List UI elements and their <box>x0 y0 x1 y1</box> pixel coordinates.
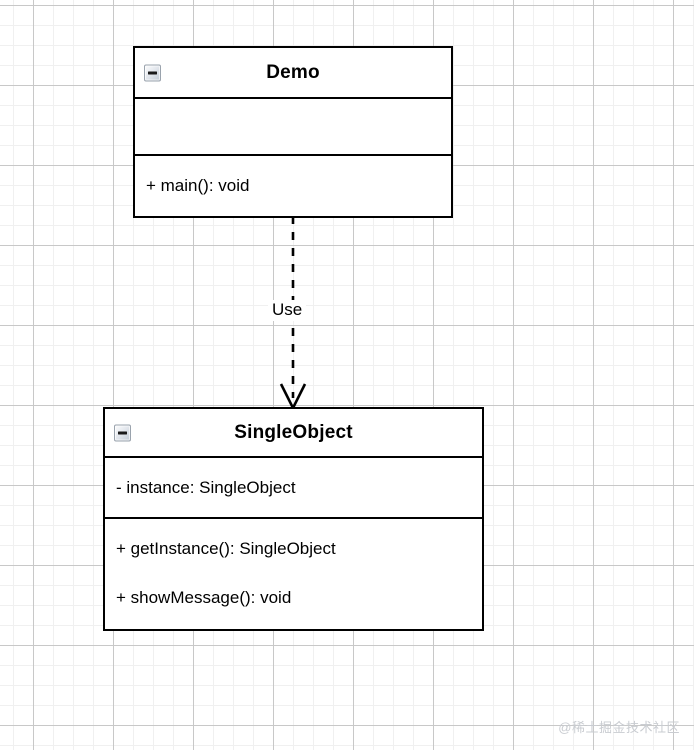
class-name-demo: Demo <box>266 62 320 83</box>
watermark-text: @稀土掘金技术社区 <box>558 720 680 735</box>
class-attribute: - instance: SingleObject <box>116 477 296 497</box>
class-attributes-singleobject: - instance: SingleObject <box>105 458 482 519</box>
class-method: + main(): void <box>146 175 250 195</box>
class-attributes-demo <box>135 99 451 156</box>
minus-box-icon[interactable] <box>114 424 131 441</box>
uml-class-singleobject[interactable]: SingleObject - instance: SingleObject + … <box>103 407 484 631</box>
class-name-singleobject: SingleObject <box>234 422 353 443</box>
uml-class-demo[interactable]: Demo + main(): void <box>133 46 453 218</box>
class-header-singleobject: SingleObject <box>105 409 482 458</box>
minus-box-icon[interactable] <box>144 64 161 81</box>
class-method: + showMessage(): void <box>116 587 292 607</box>
class-method: + getInstance(): SingleObject <box>116 539 336 559</box>
minus-glyph <box>148 71 157 74</box>
relationship-label-use: Use <box>268 300 307 321</box>
arrowhead-open <box>279 383 307 411</box>
class-methods-demo: + main(): void <box>135 156 451 215</box>
class-methods-singleobject: + getInstance(): SingleObject + showMess… <box>105 519 482 628</box>
class-header-demo: Demo <box>135 48 451 99</box>
minus-glyph <box>118 431 127 434</box>
